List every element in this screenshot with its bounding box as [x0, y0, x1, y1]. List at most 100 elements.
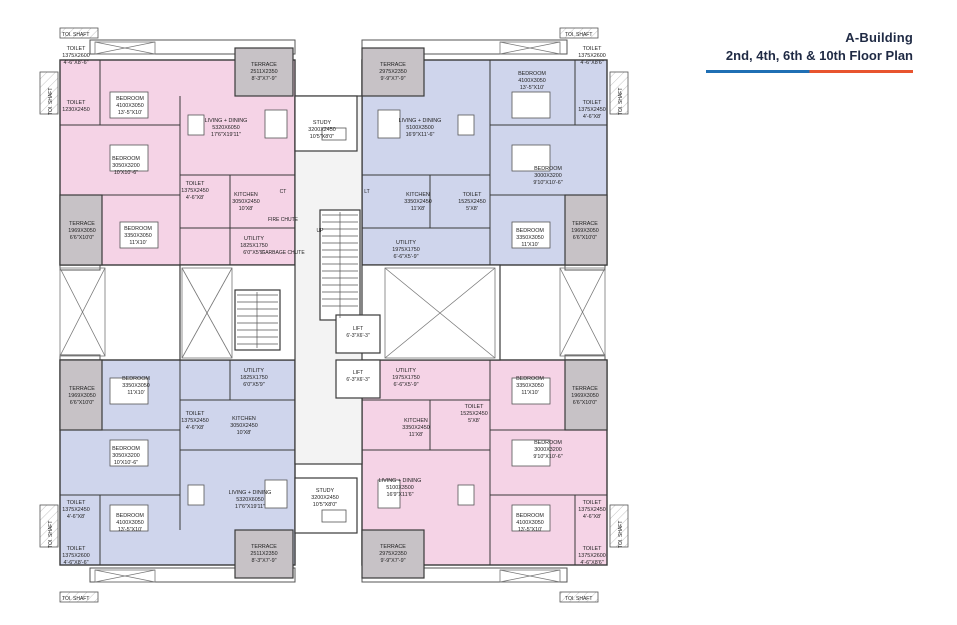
room-name: TERRACE [572, 386, 598, 392]
lift-2-shaft [335, 359, 381, 399]
room-name: TOILET [465, 404, 484, 410]
room-size-imperial: 10'5"X8'0" [313, 502, 338, 508]
room-size-imperial: 9'10"X10'-6" [533, 454, 562, 460]
room-size-imperial: 11'X8' [409, 432, 423, 438]
terraces [59, 47, 608, 579]
room-name: TOILET [186, 181, 205, 187]
sofa-icon [377, 109, 401, 139]
dining-table-icon [187, 484, 205, 506]
toilet-shafts [39, 27, 629, 603]
room-name: TOILET [583, 100, 602, 106]
shaft-labels: TOI. SHAFT TOI. SHAFT TOI. SHAFT TOI. SH… [48, 32, 624, 602]
room-size: 1975X1750 [392, 375, 420, 381]
room-size: 1375X2450 [578, 107, 606, 113]
room-size: 3000X3200 [534, 447, 562, 453]
room-size-imperial: 10'5"X8'0" [310, 134, 335, 140]
room-size-imperial: 5'X8' [466, 206, 478, 212]
room-size: 1375X2600 [62, 53, 90, 59]
toi-shaft-label: TOI. SHAFT [618, 521, 624, 548]
room-size-imperial: 10'X8' [239, 206, 254, 212]
room-name: KITCHEN [232, 416, 256, 422]
title-underline [706, 70, 913, 73]
room-size: 1375X2450 [181, 418, 209, 424]
bed-icon [119, 221, 159, 249]
room-name: TOILET [67, 546, 86, 552]
lift-1-size: 6'-3"X6'-3" [346, 333, 369, 339]
room-size: 1969X3050 [68, 393, 96, 399]
room-size: 5320X6050 [212, 125, 240, 131]
room-size-imperial: 16'9"X11'6" [386, 492, 413, 498]
room-size-imperial: 6'6"X10'0" [70, 235, 95, 241]
floor-plan-title: 2nd, 4th, 6th & 10th Floor Plan [725, 48, 913, 63]
room-size: 3200X2450 [311, 495, 339, 501]
room-name: BEDROOM [534, 166, 562, 172]
room-size: 1825X1750 [240, 243, 268, 249]
room-name: TOILET [463, 192, 482, 198]
partition-walls [60, 60, 607, 565]
room-size-imperial: 6'-6"X5'-9" [393, 254, 418, 260]
dining-table-icon [457, 114, 475, 136]
bed-icon [109, 377, 149, 405]
furniture [109, 91, 551, 532]
bed-icon [109, 91, 149, 119]
room-size: 5100X3500 [406, 125, 434, 131]
dining-table-icon [187, 114, 205, 136]
room-size-imperial: 6'-6"X5'-9" [393, 382, 418, 388]
room-size: 2511X2350 [250, 69, 277, 75]
room-size: 1825X1750 [240, 375, 268, 381]
lt-label: LT [364, 189, 369, 195]
room-size-imperial: 10'X8' [237, 430, 252, 436]
room-size-imperial: 6'6"X10'0" [70, 400, 95, 406]
room-name: KITCHEN [234, 192, 258, 198]
room-size-imperial: 4'-6"X8'-6" [63, 560, 88, 566]
staircase [237, 212, 358, 348]
room-size: 3200X2450 [308, 127, 336, 133]
room-name: TOILET [583, 46, 602, 52]
bed-icon [109, 439, 149, 467]
room-name: TOILET [583, 500, 602, 506]
room-size: 1230X2450 [62, 107, 90, 113]
room-size-imperial: 8'-3"X7'-9" [251, 558, 276, 564]
room-size: 3350X2450 [402, 425, 430, 431]
room-name: TOILET [67, 500, 86, 506]
toi-shaft-label: TOI. SHAFT [62, 596, 89, 602]
room-size: 1525X2450 [458, 199, 486, 205]
room-size: 1969X3050 [571, 228, 599, 234]
room-size-imperial: 4'-6"X8'6" [580, 60, 603, 66]
room-name: UTILITY [244, 368, 264, 374]
building-name: A-Building [845, 30, 913, 45]
room-size: 2975X2350 [379, 69, 407, 75]
room-name: TERRACE [251, 62, 277, 68]
room-size: 4100X3050 [516, 520, 544, 526]
room-name: LIVING + DINING [399, 118, 442, 124]
room-size-imperial: 13'-5"X10' [118, 110, 142, 116]
room-name: KITCHEN [404, 418, 428, 424]
room-name: TERRACE [69, 221, 95, 227]
room-name: BEDROOM [112, 156, 140, 162]
toi-shaft-label: TOI. SHAFT [565, 32, 592, 38]
garbage-chute-label: GARBAGE CHUTE [261, 250, 305, 256]
study-desk-icon [321, 509, 347, 523]
toi-shaft-label: TOI. SHAFT [62, 32, 89, 38]
room-name: TERRACE [380, 62, 406, 68]
room-size: 3050X2450 [230, 423, 258, 429]
room-size: 1375X2450 [181, 188, 209, 194]
room-name: BEDROOM [516, 376, 544, 382]
room-name: BEDROOM [518, 71, 546, 77]
room-size-imperial: 11'X10' [521, 390, 538, 396]
bed-icon [511, 439, 551, 467]
room-size-imperial: 4'-6"X8' [186, 195, 204, 201]
room-size-imperial: 4'-6"X8'6" [580, 560, 603, 566]
room-size-imperial: 6'6"X10'0" [573, 235, 598, 241]
room-name: BEDROOM [516, 228, 544, 234]
room-size-imperial: 6'0"X5'9" [243, 382, 265, 388]
room-size-imperial: 17'6"X19'11" [211, 132, 241, 138]
sofa-icon [377, 479, 401, 509]
room-size: 3050X3200 [112, 453, 140, 459]
lift-1-label: LIFT [353, 326, 363, 332]
room-size: 3350X3050 [122, 383, 150, 389]
sofa-icon [264, 479, 288, 509]
room-size: 4100X3050 [116, 520, 144, 526]
room-name: TOILET [67, 100, 86, 106]
